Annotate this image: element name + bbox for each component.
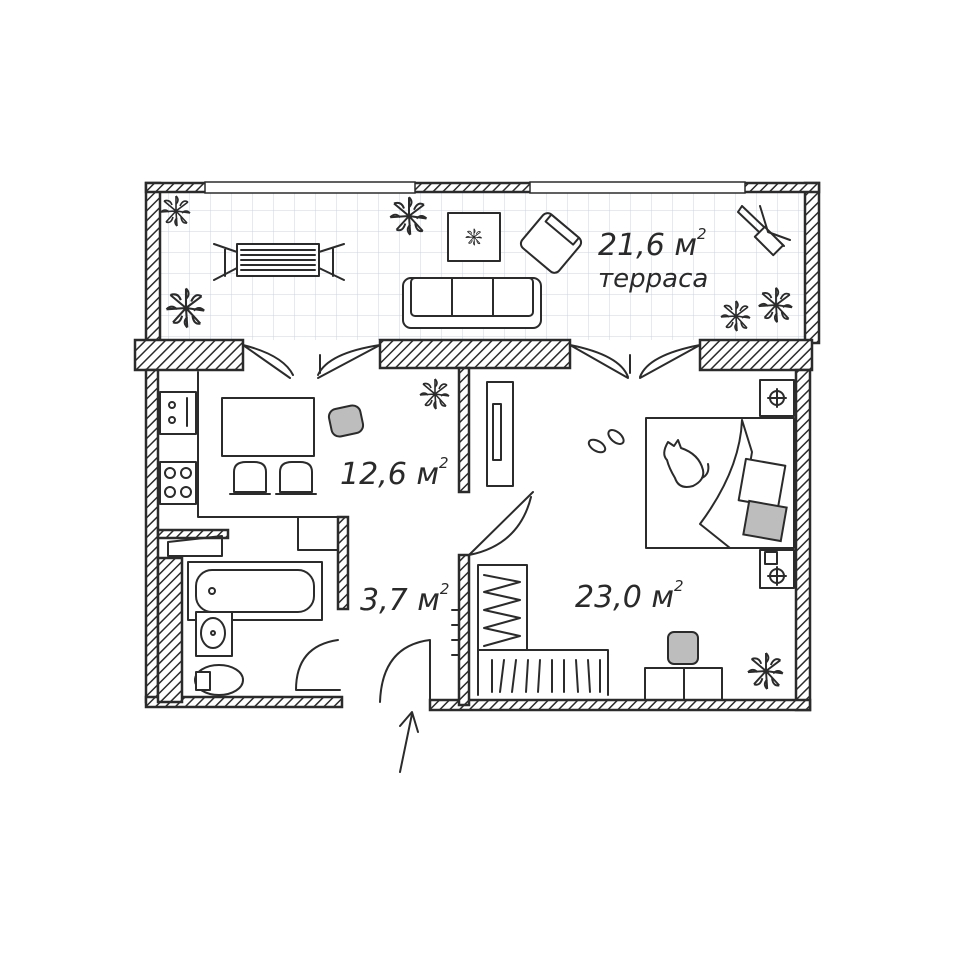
toilet [194,664,244,696]
dining-chair [327,404,365,438]
terrace-wall-top [144,181,821,194]
plant-icon [419,378,450,410]
nightstand [759,379,795,417]
bedroom-area-label: 23,0 м2 [575,577,684,615]
coat-hooks [451,609,459,656]
wall-bath [156,556,184,704]
bathtub [187,561,323,621]
wall-bath [336,515,350,611]
terrace: 21,6 м2 терраса [144,181,821,345]
hall: 3,7 м2 [360,491,534,773]
kitchen-cabinet [297,516,339,551]
bedroom: 23,0 м2 [477,379,795,701]
sun-lounger [213,243,345,281]
shelf-inner [492,403,502,461]
wall-segment [378,338,572,370]
pillow [742,499,788,543]
hall-area-label: 3,7 м2 [360,580,449,618]
desk [644,631,723,701]
wall-inner [457,553,471,707]
wall-bottom-left [144,695,344,709]
kitchen: 12,6 м2 [159,371,450,551]
cat-icon [663,439,710,488]
kitchen-area-label: 12,6 м2 [340,454,449,492]
terrace-doors [242,344,701,379]
terrace-window-left [204,181,416,194]
wall-left [144,368,160,704]
terrace-wall-left [144,181,162,345]
bathroom [167,535,341,696]
nightstand [759,549,795,589]
wall-right [794,368,812,712]
kitchen-stove [159,461,197,505]
bathroom-door [295,639,341,691]
wall-bottom-right [428,698,812,712]
kitchen-counter-line [197,371,346,518]
terrace-area-label: 21,6 м2 [598,225,707,263]
wall-bath [156,528,230,540]
pillow [737,457,787,509]
dining-chair [229,461,271,495]
terrace-name-label: терраса [598,264,708,294]
wall-segment [133,338,245,372]
plant-icon [747,652,784,690]
washbasin [195,611,233,657]
wall-inner [457,366,471,494]
bed [645,417,795,549]
wall-segment [698,338,814,372]
terrace-window-right [529,181,746,194]
kitchen-sink [159,391,197,435]
slippers-icon [587,429,625,454]
terrace-table [447,212,501,262]
entrance-arrow-icon [399,711,419,773]
wardrobe [477,564,609,696]
desk-chair [667,631,699,665]
bath-shelf [167,535,223,557]
terrace-armchair [519,212,583,274]
kitchen-door [468,491,534,556]
entrance-door [379,639,431,703]
dining-table [221,397,315,457]
dining-chair [275,461,317,495]
terrace-wall-right [803,181,821,345]
telescope-icon [737,205,791,257]
terrace-sofa [402,277,542,329]
